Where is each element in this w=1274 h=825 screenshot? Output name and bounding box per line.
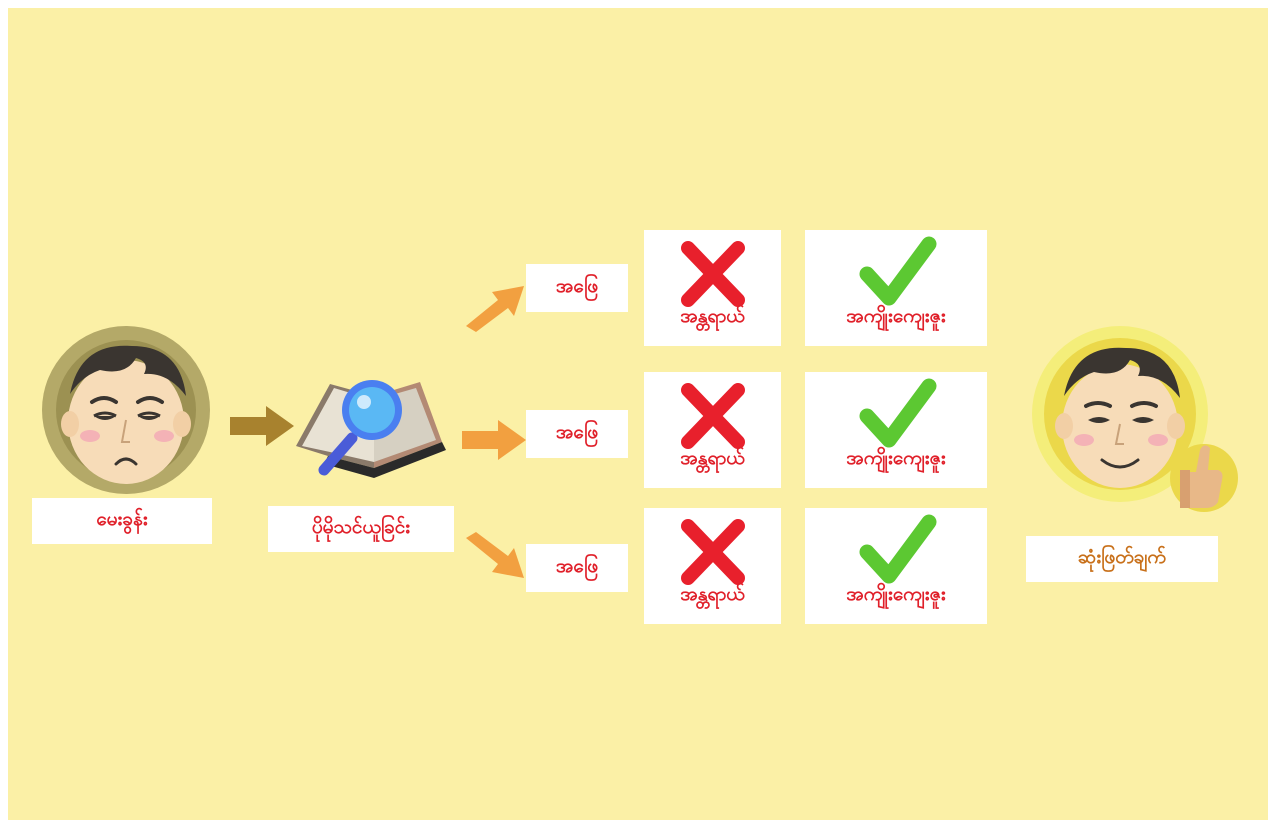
benefit-label: အကျိုးကျေးဇူး bbox=[846, 447, 946, 469]
risk-label: အန္တရာယ် bbox=[680, 305, 745, 327]
check-icon bbox=[859, 378, 937, 448]
answer-label: အဖြေ bbox=[526, 410, 628, 458]
risk-card: အန္တရာယ် bbox=[644, 230, 781, 346]
benefit-card: အကျိုးကျေးဇူး bbox=[805, 508, 987, 624]
risk-label: အန္တရာယ် bbox=[680, 447, 745, 469]
cross-icon bbox=[681, 241, 745, 307]
cross-icon bbox=[681, 383, 745, 449]
answer-label: အဖြေ bbox=[526, 544, 628, 592]
arrow-right-icon bbox=[462, 420, 526, 460]
answer-label: အဖြေ bbox=[526, 264, 628, 312]
benefit-label: အကျိုးကျေးဇူး bbox=[846, 305, 946, 327]
worried-face-icon bbox=[42, 326, 210, 494]
arrow-shape bbox=[466, 286, 524, 332]
arrow-shape bbox=[462, 420, 526, 460]
benefit-label: အကျိုးကျေးဇူး bbox=[846, 583, 946, 605]
risk-label: အန္တရာယ် bbox=[680, 583, 745, 605]
book-magnifier-icon bbox=[296, 380, 446, 478]
risk-card: အန္တရာယ် bbox=[644, 508, 781, 624]
decision-label: ဆုံးဖြတ်ချက် bbox=[1026, 536, 1218, 582]
cross-icon bbox=[681, 519, 745, 585]
arrow-shape bbox=[230, 406, 294, 446]
check-icon bbox=[859, 514, 937, 584]
arrow-shape bbox=[466, 532, 524, 578]
benefit-card: အကျိုးကျေးဇူး bbox=[805, 230, 987, 346]
research-label: ပိုမိုသင်ယူခြင်း bbox=[268, 506, 454, 552]
arrow-right-icon bbox=[230, 406, 294, 446]
diagram-canvas: မေးခွန်း ပိုမိုသင်ယူခြင်း အဖြေ အန္တရာယ် bbox=[8, 8, 1268, 820]
benefit-card: အကျိုးကျေးဇူး bbox=[805, 372, 987, 488]
check-icon bbox=[859, 236, 937, 306]
happy-face-thumbs-up-icon bbox=[1032, 326, 1238, 512]
arrow-down-right-icon bbox=[466, 532, 524, 578]
question-label: မေးခွန်း bbox=[32, 498, 212, 544]
arrow-up-right-icon bbox=[466, 286, 524, 332]
risk-card: အန္တရာယ် bbox=[644, 372, 781, 488]
